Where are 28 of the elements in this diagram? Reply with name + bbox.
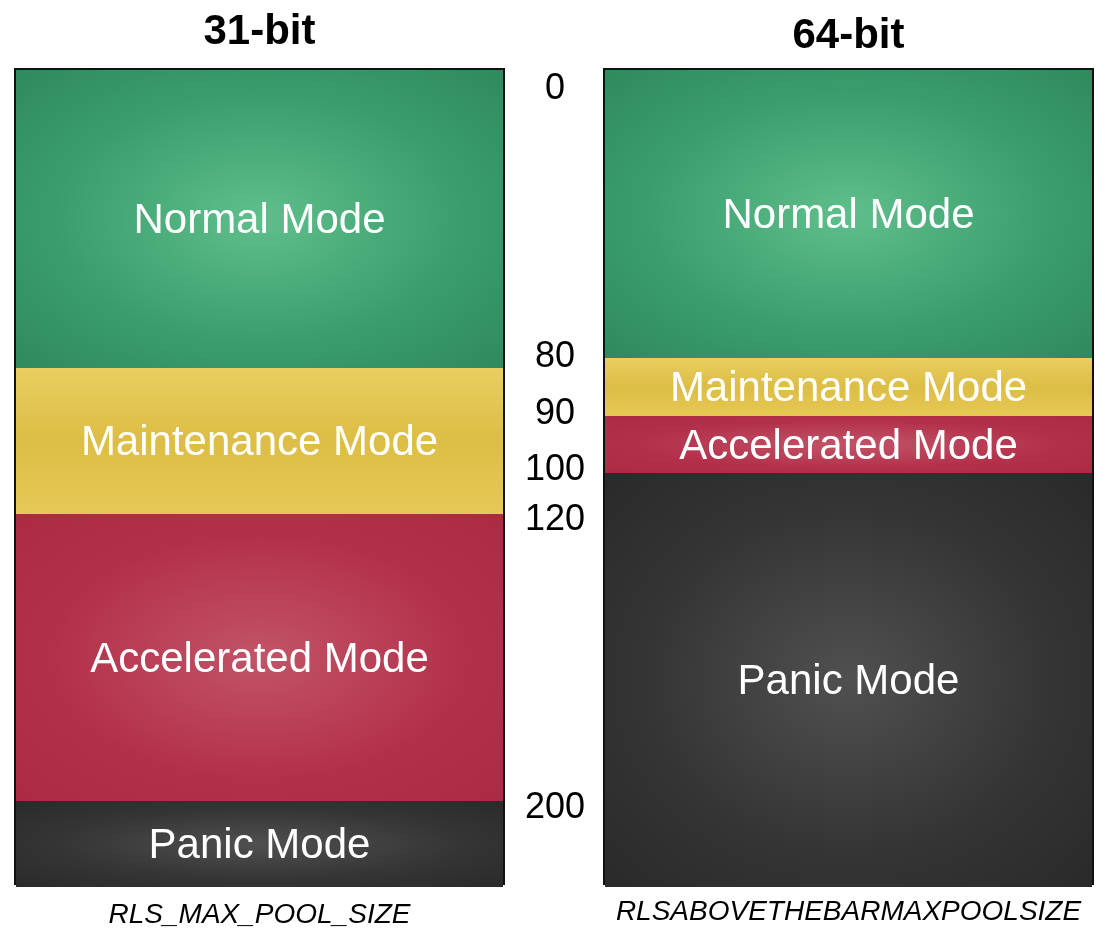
threshold-value: 90 [533,391,576,433]
normal-mode-band [605,70,1092,358]
maintenance-mode-band [605,358,1092,416]
threshold-value: 200 [523,785,587,827]
stacked-column [603,68,1094,885]
mode-label: Panic Mode [737,656,960,704]
maintenance-mode-band [16,368,503,514]
mode-label: Accelerated Mode [679,420,1018,469]
mode-label: Maintenance Mode [80,417,439,465]
column-heading: 64-bit [791,10,906,58]
threshold-value: 120 [523,497,587,539]
mode-label: Normal Mode [133,195,386,243]
threshold-value: 0 [544,66,566,108]
column-caption: RLS_MAX_POOL_SIZE [107,898,412,929]
accelerated-mode-band [605,416,1092,473]
panic-mode-band [16,801,503,887]
column-caption: RLSABOVETHEBARMAXPOOLSIZE [614,895,1083,927]
threshold-value: 100 [523,447,587,489]
accelerated-mode-band [16,514,503,801]
mode-label: Normal Mode [722,190,975,238]
panic-mode-band [605,473,1092,887]
column-heading: 31-bit [202,6,317,54]
mode-label: Accelerated Mode [90,633,429,682]
mode-label: Panic Mode [148,820,371,868]
stacked-column [14,68,505,885]
mode-label: Maintenance Mode [669,363,1028,411]
threshold-value: 80 [533,334,576,376]
normal-mode-band [16,70,503,368]
